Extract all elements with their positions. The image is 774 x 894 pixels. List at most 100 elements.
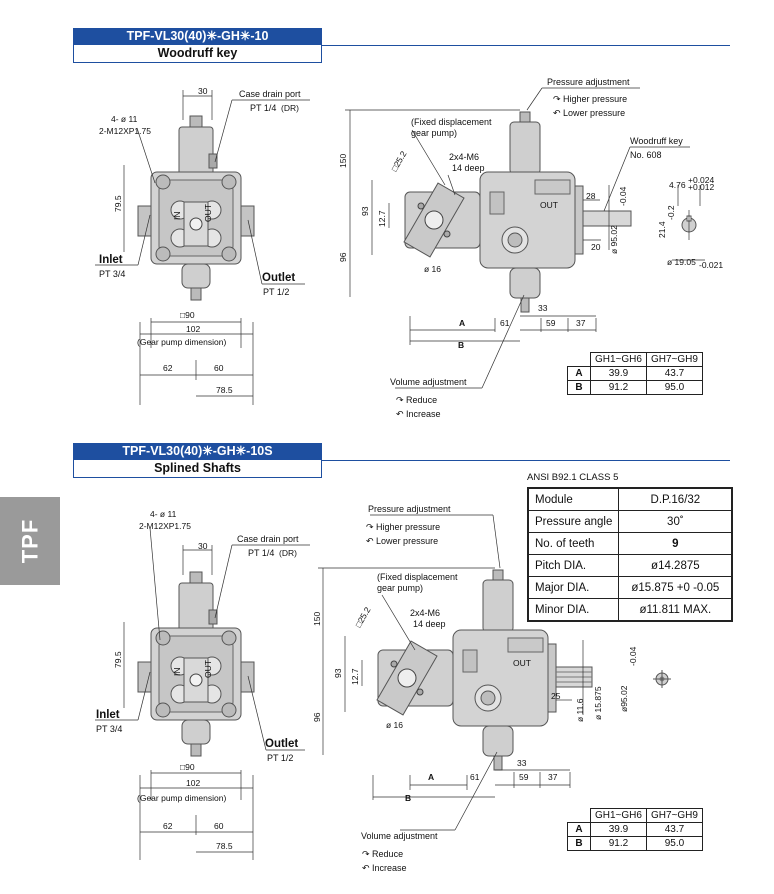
header-rule	[322, 460, 730, 461]
volume-increase: ↶ Increase	[396, 409, 441, 419]
pressure-adjustment-label: Pressure adjustment	[547, 77, 630, 87]
m6-depth: 14 deep	[452, 163, 485, 173]
rotate-ccw-icon: ↶	[362, 863, 372, 873]
bolt-holes: 4- ø 11	[150, 509, 177, 519]
in-mark: IN	[172, 212, 182, 221]
key-width-tol-up: +0.024	[688, 175, 715, 185]
cell: 91.2	[590, 836, 647, 851]
shaft-diameter: ø 19.05	[667, 257, 696, 267]
dim-dia-16: ø 16	[386, 720, 403, 730]
out-mark: OUT	[540, 200, 558, 210]
dim-62: 62	[163, 363, 173, 373]
cell: 39.9	[590, 822, 647, 837]
pressure-higher: ↷ Higher pressure	[366, 522, 440, 532]
section-subtitle: Woodruff key	[73, 45, 322, 63]
lower-pressure-text: Lower pressure	[563, 108, 625, 118]
dim-30: 30	[198, 541, 208, 551]
dim-dia-95-02: ø95.02	[619, 685, 629, 712]
row-key: B	[567, 380, 591, 395]
increase-text: Increase	[406, 409, 441, 419]
dim-28: 28	[586, 191, 596, 201]
rotate-cw-icon: ↷	[553, 94, 563, 104]
dim-93: 93	[333, 668, 343, 678]
cell: 95.0	[645, 836, 703, 851]
cell: 43.7	[645, 822, 703, 837]
woodruff-number: No. 608	[630, 150, 662, 160]
inlet-label: Inlet	[99, 254, 123, 266]
cell: 95.0	[645, 380, 703, 395]
out-mark: OUT	[203, 204, 213, 222]
col-head: GH1~GH6	[590, 808, 647, 823]
side-tab: TPF	[0, 497, 60, 585]
model-code: TPF-VL30(40)✳-GH✳-10S	[73, 443, 322, 460]
dim-59: 59	[546, 318, 556, 328]
table-row: Major DIA.ø15.875 +0 -0.05	[527, 576, 733, 599]
inlet-port: PT 3/4	[96, 724, 122, 734]
dim-95-02-tol: -0.04	[618, 186, 628, 206]
front-view-drawing-2	[95, 527, 310, 860]
fixed-displacement-2: gear pump)	[377, 583, 423, 593]
rotate-ccw-icon: ↶	[396, 409, 406, 419]
dim-a: A	[428, 772, 434, 782]
col-head: GH7~GH9	[645, 808, 703, 823]
volume-reduce: ↷ Reduce	[396, 395, 437, 405]
gear-pump-dimension: (Gear pump dimension)	[137, 793, 226, 803]
section-header-splined: TPF-VL30(40)✳-GH✳-10S Splined Shafts	[73, 443, 322, 478]
dim-96: 96	[338, 252, 348, 262]
drain-port-dr: (DR)	[279, 548, 297, 558]
dim-12-7: 12.7	[377, 210, 387, 227]
dim-12-7: 12.7	[350, 668, 360, 685]
spec-key: No. of teeth	[527, 532, 620, 555]
dim-102: 102	[186, 778, 200, 788]
outlet-port: PT 1/2	[267, 753, 293, 763]
outlet-label: Outlet	[265, 738, 298, 750]
spec-value: D.P.16/32	[618, 487, 733, 511]
outlet-port: PT 1/2	[263, 287, 289, 297]
section-subtitle: Splined Shafts	[73, 460, 322, 478]
higher-pressure-text: Higher pressure	[376, 522, 440, 532]
rotate-cw-icon: ↷	[366, 522, 376, 532]
dim-37: 37	[548, 772, 558, 782]
dim-79-5: 79.5	[113, 195, 123, 212]
dim-dia-16: ø 16	[424, 264, 441, 274]
dim-102: 102	[186, 324, 200, 334]
volume-adjustment-label: Volume adjustment	[361, 831, 438, 841]
reduce-text: Reduce	[372, 849, 403, 859]
cell: 43.7	[645, 366, 703, 381]
dim-square-25-2: □25.2	[353, 605, 373, 629]
dim-20: 20	[591, 242, 601, 252]
bolt-holes: 4- ø 11	[111, 114, 138, 124]
thread-spec: 2-M12XP1.75	[99, 126, 151, 136]
dim-78-5: 78.5	[216, 385, 233, 395]
dim-a: A	[459, 318, 465, 328]
gear-pump-dimension: (Gear pump dimension)	[137, 337, 226, 347]
spec-value: 30˚	[618, 510, 733, 533]
dim-59: 59	[519, 772, 529, 782]
dim-30: 30	[198, 86, 208, 96]
side-view-labels-2: Pressure adjustment ↷ Higher pressure ↶ …	[312, 504, 638, 873]
col-head: GH1~GH6	[590, 352, 647, 367]
dim-60: 60	[214, 821, 224, 831]
spec-value: 9	[618, 532, 733, 555]
dim-79-5: 79.5	[113, 651, 123, 668]
m6-bolts: 2x4-M6	[410, 608, 440, 618]
row-key: B	[567, 836, 591, 851]
model-code: TPF-VL30(40)✳-GH✳-10	[73, 28, 322, 45]
dim-96: 96	[312, 712, 322, 722]
inlet-port: PT 3/4	[99, 269, 125, 279]
spec-key: Major DIA.	[527, 576, 620, 599]
side-view-drawing	[345, 87, 705, 389]
col-head: GH7~GH9	[645, 352, 703, 367]
side-view-labels: Pressure adjustment ↷ Higher pressure ↶ …	[338, 77, 723, 419]
out-mark: OUT	[513, 658, 531, 668]
key-height: 21.4	[657, 221, 667, 238]
rotate-ccw-icon: ↶	[553, 108, 563, 118]
dim-square-25-2: □25.2	[389, 149, 409, 173]
dim-78-5: 78.5	[216, 841, 233, 851]
spec-value: ø15.875 +0 -0.05	[618, 576, 733, 599]
